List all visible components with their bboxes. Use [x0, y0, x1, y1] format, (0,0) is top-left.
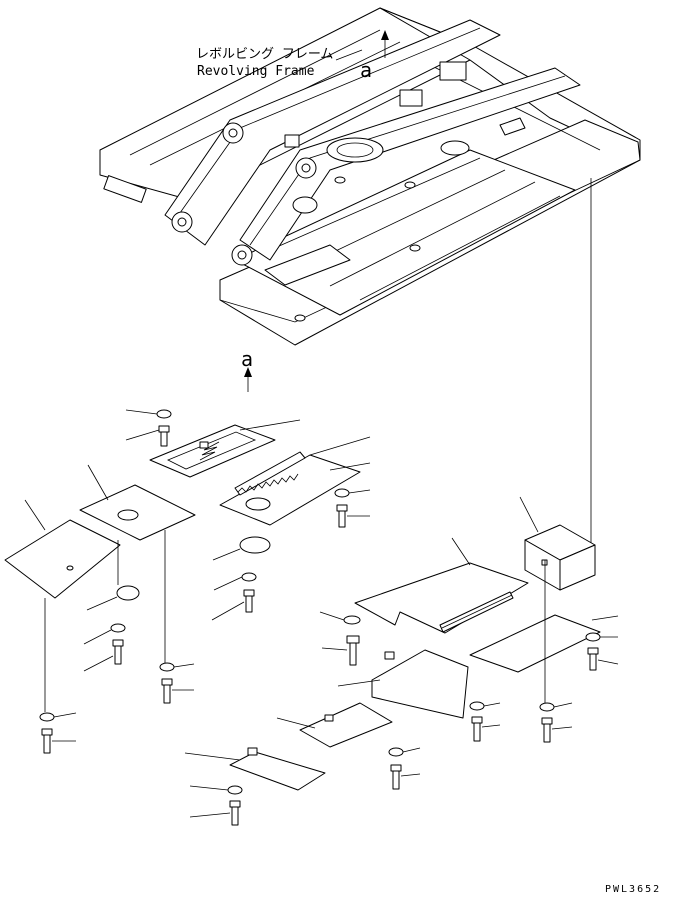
cover-plate-right-long — [469, 614, 619, 673]
view-marker-detail: a — [241, 347, 253, 371]
cover-plate-right-rail — [354, 537, 529, 634]
fastener-2 — [334, 488, 371, 528]
spring-element — [199, 441, 220, 461]
cap-left — [86, 585, 140, 611]
view-marker-frame: a — [360, 58, 372, 82]
cover-plate-left-large — [4, 499, 121, 712]
cover-plate-lower-center — [276, 702, 393, 748]
cap-center — [212, 536, 271, 561]
cover-plate-center-small — [149, 419, 301, 478]
tool-box — [519, 496, 596, 703]
cover-plate-left-upper — [79, 464, 196, 663]
cover-plate-center-main — [219, 436, 371, 526]
fastener-8 — [469, 701, 501, 742]
fastener-4 — [83, 623, 126, 672]
fastener-9 — [388, 747, 421, 790]
frame-label: レボルビング フレーム Revolving Frame — [196, 47, 363, 79]
fastener-5 — [159, 662, 195, 704]
view-arrow-frame: a — [360, 30, 389, 82]
fastener-10 — [189, 785, 243, 826]
drawing-code: PWL3652 — [605, 884, 661, 895]
frame-label-jp: レボルビング フレーム — [196, 47, 333, 62]
revolving-frame — [99, 7, 641, 346]
cover-plate-lower-left — [184, 747, 326, 791]
frame-label-en: Revolving Frame — [197, 64, 315, 79]
fastener-3 — [211, 572, 257, 621]
fastener-6 — [39, 712, 77, 754]
cover-plate-right-center — [337, 649, 469, 719]
view-arrow-detail: a — [241, 347, 253, 392]
fastener-12 — [539, 702, 573, 743]
fastener-1 — [125, 409, 172, 447]
fastener-11 — [585, 632, 619, 671]
fastener-7 — [319, 611, 361, 666]
